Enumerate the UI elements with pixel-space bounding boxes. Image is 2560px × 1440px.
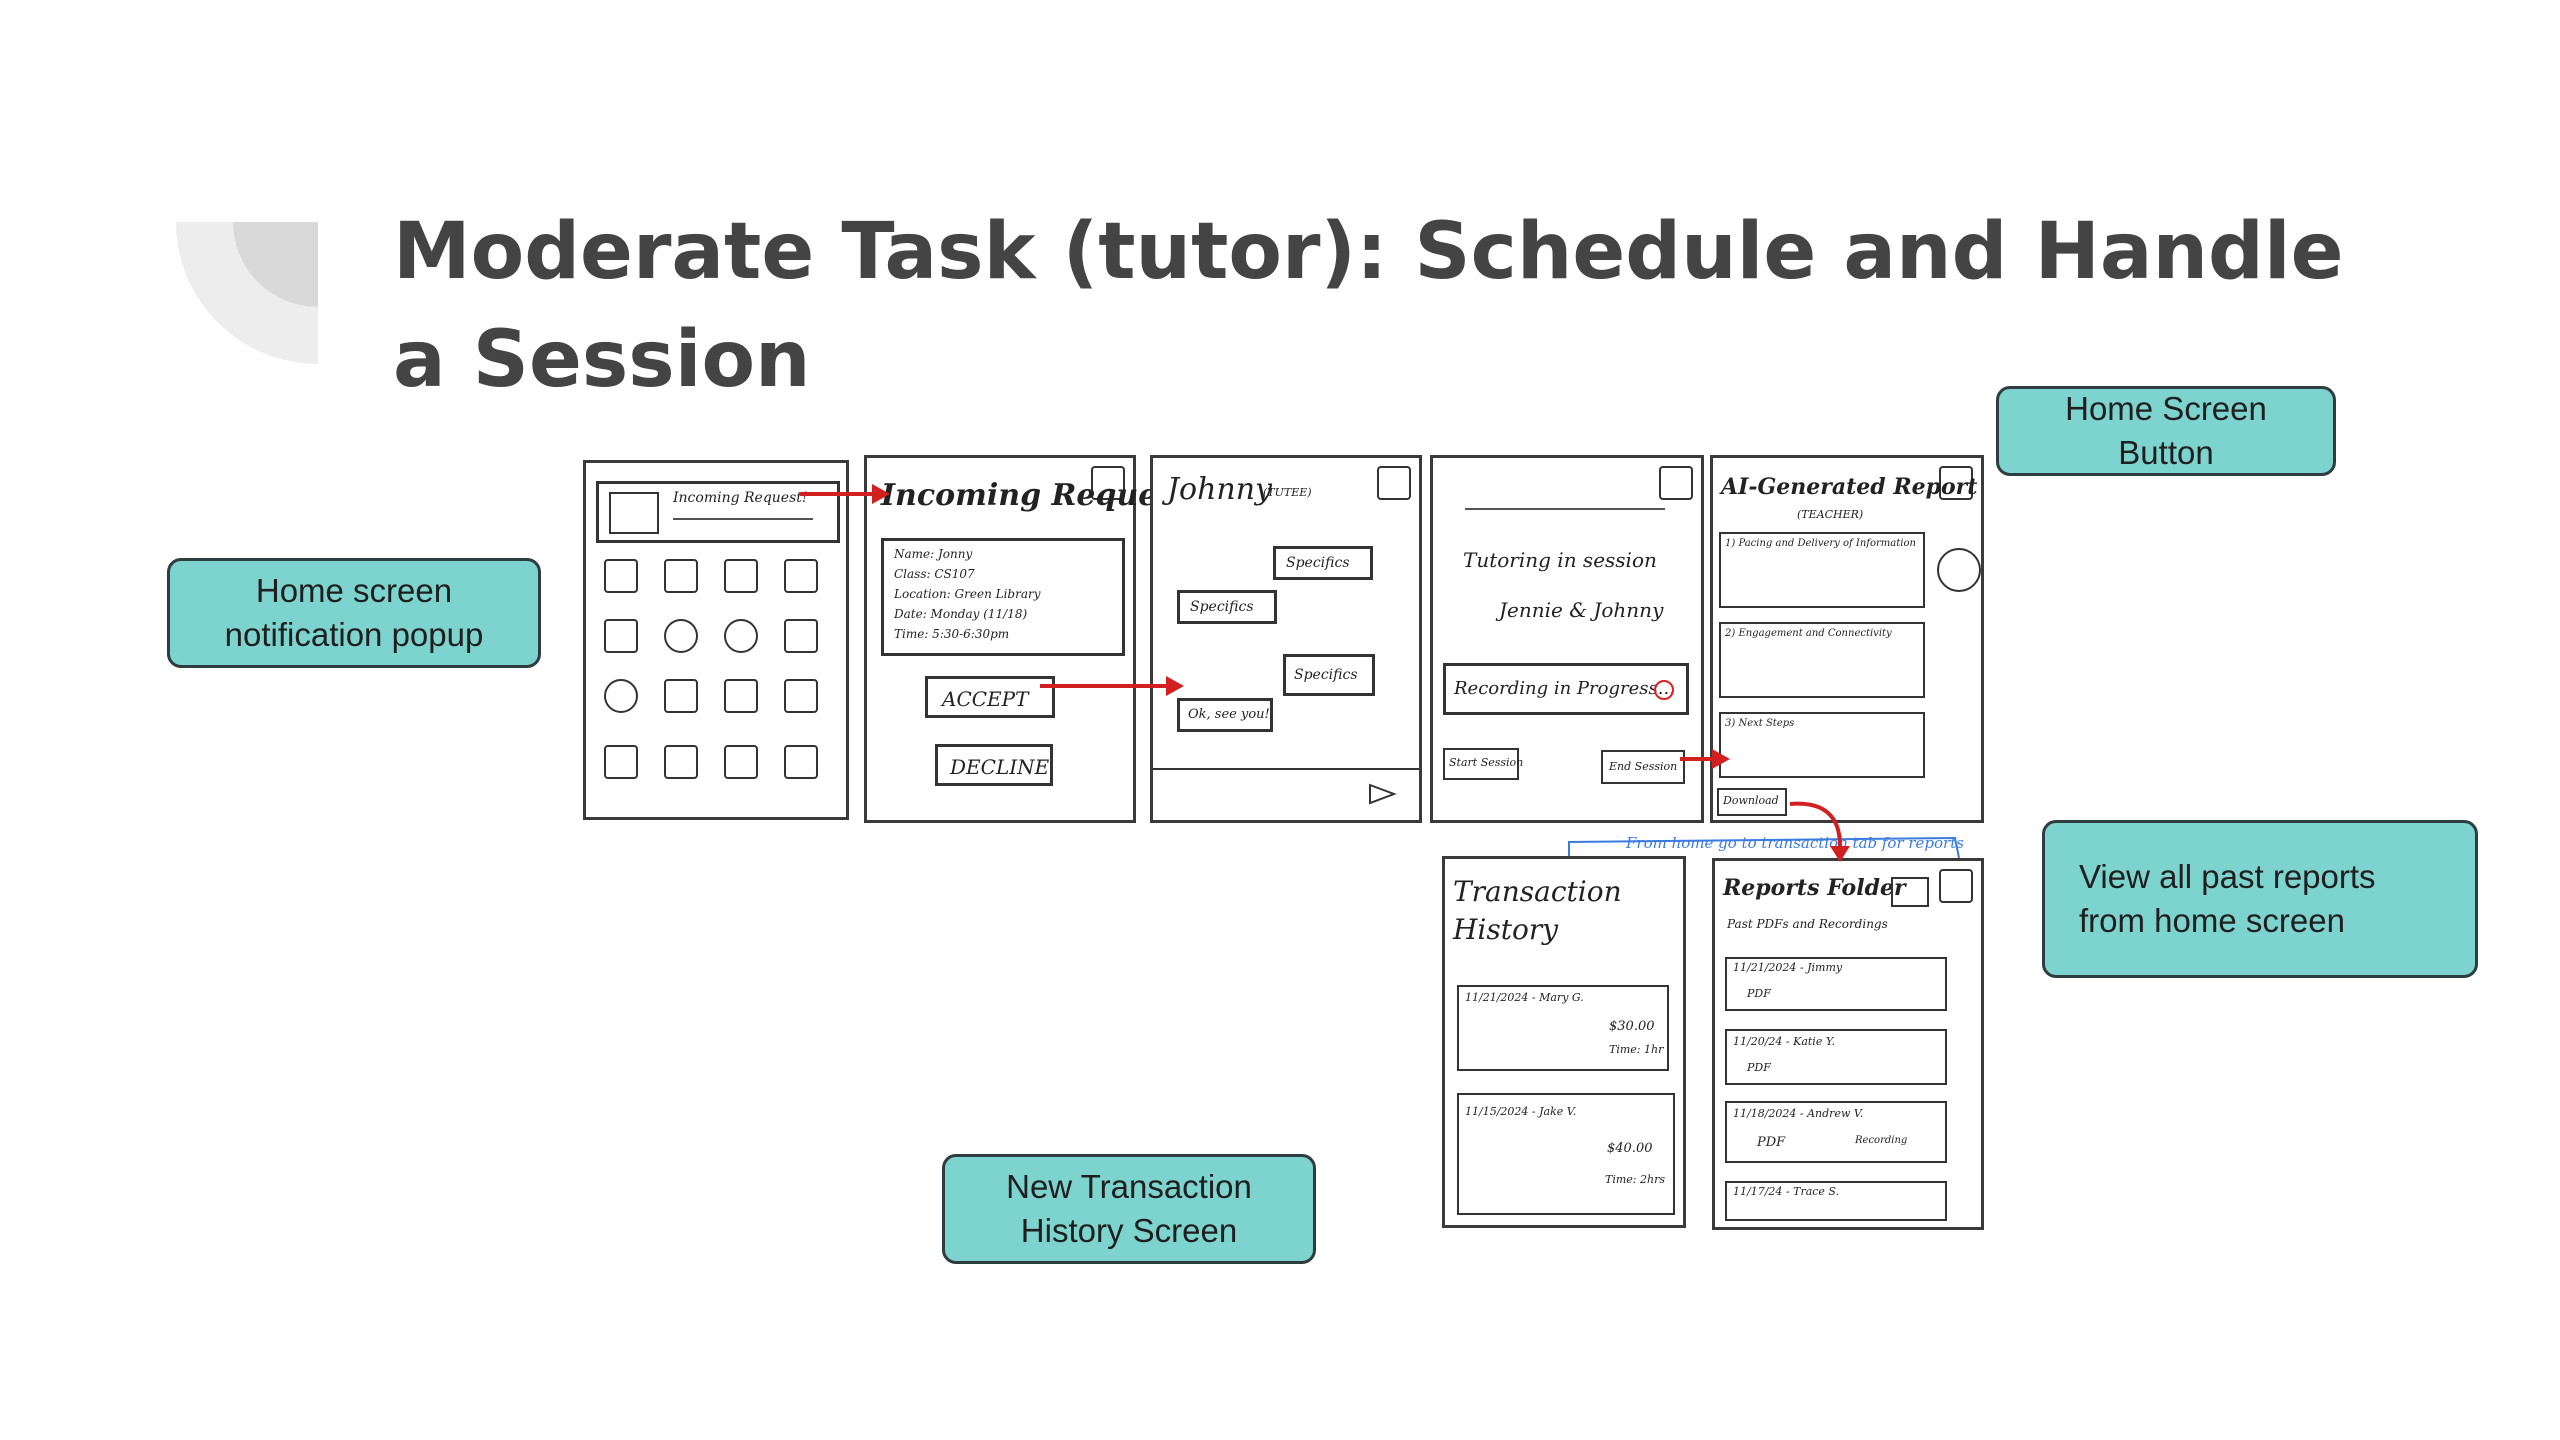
sketch-reports-folder: Reports Folder Past PDFs and Recordings … <box>1712 858 1984 1230</box>
home-icon <box>1939 466 1973 500</box>
sketch-transaction-history: Transaction History 11/21/2024 - Mary G.… <box>1442 856 1686 1228</box>
callout-past-reports: View all past reports from home screen <box>2042 820 2478 978</box>
record-icon <box>1654 680 1674 700</box>
report-section: 3) Next Steps <box>1719 712 1925 778</box>
message-input[interactable] <box>1153 768 1349 820</box>
sketch-tutoring-session: Tutoring in session Jennie & Johnny Reco… <box>1430 455 1704 823</box>
decorative-quarter-circle <box>176 222 318 364</box>
progress-line <box>1465 508 1665 510</box>
folder-icon <box>1891 877 1929 907</box>
session-names: Jennie & Johnny <box>1499 598 1664 622</box>
chat-bubble: Specifics <box>1273 546 1373 580</box>
download-button[interactable]: Download <box>1717 788 1787 816</box>
blue-bracket <box>1568 836 1960 859</box>
clock-icon <box>1937 548 1981 592</box>
chat-bubble: Specifics <box>1283 654 1375 696</box>
transaction-entry: 11/21/2024 - Mary G. $30.00 Time: 1hr <box>1457 985 1669 1071</box>
home-icon <box>1659 466 1693 500</box>
session-status: Tutoring in session <box>1463 548 1657 572</box>
home-icon <box>1377 466 1411 500</box>
accept-button[interactable]: ACCEPT <box>925 676 1055 718</box>
callout-home-notification: Home screen notification popup <box>167 558 541 668</box>
reports-folder-subtitle: Past PDFs and Recordings <box>1727 917 1888 931</box>
send-button[interactable] <box>1347 768 1419 820</box>
send-icon <box>1369 783 1397 805</box>
slide-title: Moderate Task (tutor): Schedule and Hand… <box>393 207 2344 405</box>
report-section: 2) Engagement and Connectivity <box>1719 622 1925 698</box>
popup-title: Incoming Request! <box>673 490 808 506</box>
sketch-chat: Johnny (TUTEE) Specifics Specifics Speci… <box>1150 455 1422 823</box>
chat-bubble: Ok, see you! <box>1177 698 1273 732</box>
report-entry: 11/20/24 - Katie Y.PDF <box>1725 1029 1947 1085</box>
start-session-button[interactable]: Start Session <box>1443 748 1523 780</box>
transactions-title: Transaction History <box>1453 875 1622 946</box>
report-title: AI-Generated Report <box>1721 474 1978 500</box>
sketch-ai-report: AI-Generated Report (TEACHER) 1) Pacing … <box>1710 455 1984 823</box>
sketch-home-screen: Incoming Request! <box>583 460 849 820</box>
callout-transaction-history: New Transaction History Screen <box>942 1154 1316 1264</box>
transaction-entry: 11/15/2024 - Jake V. $40.00 Time: 2hrs <box>1457 1093 1675 1215</box>
sketch-incoming-request: Incoming Request! Name: Jonny Class: CS1… <box>864 455 1201 823</box>
report-section: 1) Pacing and Delivery of Information <box>1719 532 1925 608</box>
report-subtitle: (TEACHER) <box>1797 508 1864 521</box>
incoming-title: Incoming Request! <box>881 478 1202 513</box>
chat-title: Johnny <box>1167 472 1272 507</box>
decline-button[interactable]: DECLINE <box>935 744 1053 786</box>
end-session-button[interactable]: End Session <box>1601 750 1685 784</box>
recording-box: Recording in Progress... <box>1443 663 1689 715</box>
chat-subtitle: (TUTEE) <box>1263 486 1312 499</box>
home-icon <box>1939 869 1973 903</box>
reports-folder-title: Reports Folder <box>1723 875 1906 901</box>
callout-home-button: Home Screen Button <box>1996 386 2336 476</box>
home-icon <box>1091 466 1125 500</box>
notification-popup: Incoming Request! <box>596 481 840 543</box>
report-entry: 11/17/24 - Trace S. <box>1725 1181 1947 1221</box>
chat-bubble: Specifics <box>1177 590 1277 624</box>
request-details: Name: Jonny Class: CS107 Location: Green… <box>881 538 1125 656</box>
